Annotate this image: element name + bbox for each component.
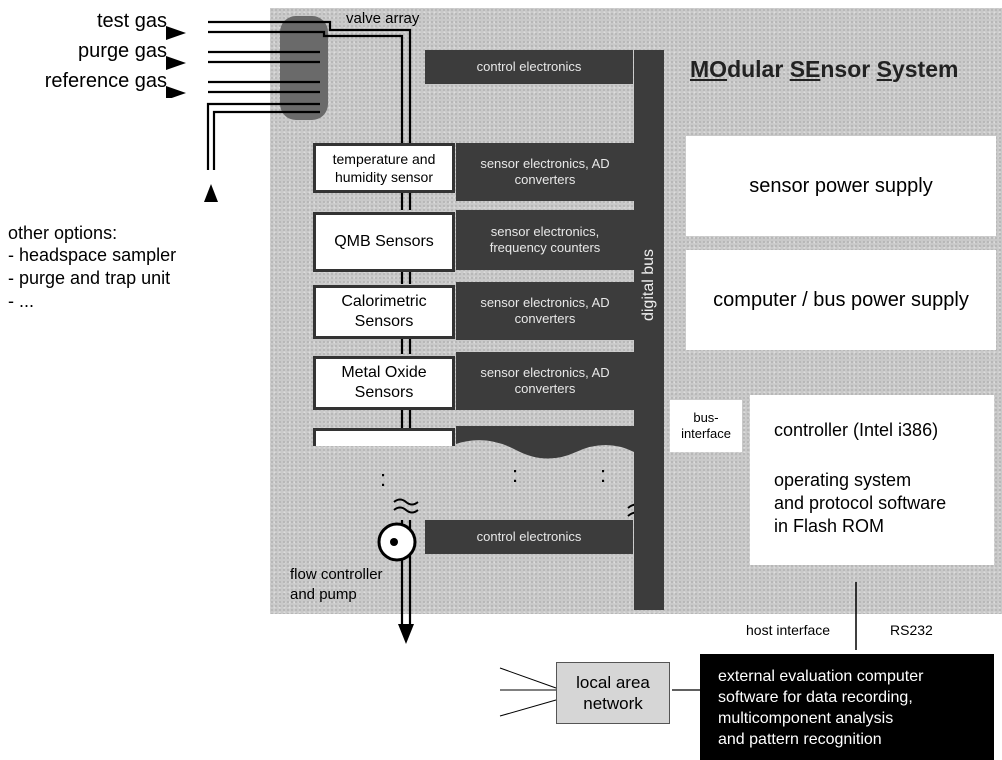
lan-label: network	[583, 694, 643, 713]
title-part: nsor	[820, 56, 877, 82]
controller-line: in Flash ROM	[774, 516, 885, 536]
title-part: SE	[789, 56, 821, 82]
external-line: multicomponent analysis	[718, 710, 894, 727]
digital-bus-label: digital bus	[640, 248, 657, 322]
sensor-box-temperature: temperature and humidity sensor	[313, 143, 455, 193]
valve-array-block	[280, 16, 328, 120]
host-interface-label: host interface	[746, 622, 831, 638]
computer-bus-power-supply: computer / bus power supply	[686, 250, 996, 350]
valve-array-label: valve array	[346, 10, 420, 27]
arrow-right-icon	[166, 26, 186, 40]
electronics-box: sensor electronics, AD converters	[456, 282, 634, 340]
other-options-heading: other options:	[8, 223, 118, 243]
sensor-box-calorimetric: Calorimetric Sensors	[313, 285, 455, 339]
external-line: and pattern recognition	[718, 731, 882, 748]
gas-label-test: test gas	[96, 10, 167, 32]
title-part: MO	[690, 56, 728, 82]
external-line: external evaluation computer	[718, 668, 924, 685]
sensor-power-supply: sensor power supply	[686, 136, 996, 236]
electronics-box-partial	[456, 426, 634, 459]
electronics-box: sensor electronics, AD converters	[456, 143, 634, 201]
arrow-right-icon	[166, 86, 186, 98]
arrow-down-icon	[398, 624, 414, 644]
external-computer-box: external evaluation computer software fo…	[700, 654, 994, 760]
controller-box: controller (Intel i386) operating system…	[750, 395, 994, 565]
system-title: MOdular SEnsor System	[690, 56, 958, 83]
controller-line: and protocol software	[774, 493, 947, 513]
controller-line: controller (Intel i386)	[774, 420, 939, 440]
other-option-item: - ...	[8, 291, 34, 311]
arrow-right-icon	[166, 56, 186, 70]
title-part: dular	[727, 56, 790, 82]
electronics-box: sensor electronics, frequency counters	[456, 210, 634, 270]
other-option-item: - headspace sampler	[8, 245, 177, 265]
controller-line: operating system	[774, 470, 912, 490]
ellipsis: :	[600, 462, 607, 487]
control-electronics-bottom: control electronics	[425, 520, 633, 554]
flow-controller-label: flow controller	[290, 566, 383, 583]
lan-label: local area	[576, 673, 650, 692]
external-line: software for data recording,	[718, 689, 913, 706]
rs232-label: RS232	[890, 622, 933, 638]
digital-bus	[634, 50, 664, 610]
control-electronics-top: control electronics	[425, 50, 633, 84]
gas-arrows	[166, 26, 186, 98]
ellipsis: :	[512, 462, 519, 487]
flow-controller-label: and pump	[290, 586, 357, 603]
sensor-box-metal-oxide: Metal Oxide Sensors	[313, 356, 455, 410]
other-option-item: - purge and trap unit	[8, 268, 171, 288]
ellipsis: :	[380, 466, 387, 491]
local-area-network-box: local area network	[556, 662, 670, 724]
gas-label-purge: purge gas	[78, 40, 167, 62]
electronics-box: sensor electronics, AD converters	[456, 352, 634, 410]
title-part: S	[876, 56, 892, 82]
bus-interface-box: bus-interface	[670, 400, 742, 452]
gas-label-reference: reference gas	[44, 70, 167, 92]
sensor-box-partial	[313, 428, 455, 446]
title-part: ystem	[891, 56, 959, 82]
arrow-up-icon	[204, 184, 218, 202]
bus-interface-label: bus-interface	[681, 410, 731, 441]
sensor-box-qmb: QMB Sensors	[313, 212, 455, 272]
